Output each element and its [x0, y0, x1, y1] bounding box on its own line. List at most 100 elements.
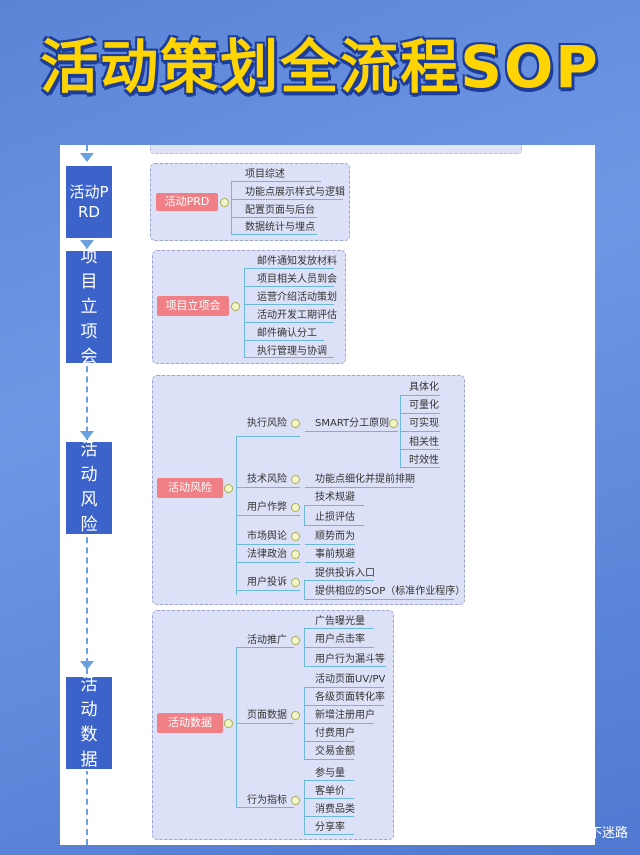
connector: [400, 431, 440, 432]
data-branch[interactable]: 页面数据: [247, 710, 287, 721]
risk-root-node[interactable]: 活动风险: [157, 478, 223, 498]
data-branch[interactable]: 活动推广: [247, 635, 287, 646]
connector: [400, 449, 440, 450]
promo-item[interactable]: 用户行为漏斗等: [315, 654, 385, 665]
risk-branch[interactable]: 市场舆论: [247, 531, 287, 542]
stage-risk[interactable]: 活动风险: [66, 440, 112, 535]
risk-branch[interactable]: 法律政治: [247, 549, 287, 560]
collapse-icon[interactable]: [291, 796, 300, 805]
risk-branch[interactable]: 技术风险: [247, 474, 287, 485]
collapse-icon[interactable]: [220, 198, 229, 207]
collapse-icon[interactable]: [291, 475, 300, 484]
connector: [244, 286, 334, 287]
connector: [305, 487, 413, 488]
page-item[interactable]: 付费用户: [315, 728, 355, 739]
risk-node[interactable]: 事前规避: [315, 549, 355, 560]
page-item[interactable]: 新增注册用户: [315, 710, 375, 721]
collapse-icon[interactable]: [291, 532, 300, 541]
risk-node[interactable]: 顺势而为: [315, 531, 355, 542]
connector: [304, 647, 374, 648]
risk-branch[interactable]: 用户作弊: [247, 502, 287, 513]
flow-arrow-icon: [80, 661, 94, 670]
connector: [304, 780, 305, 834]
connector: [305, 544, 355, 545]
stage-label: 项目立项会: [80, 246, 98, 367]
connector: [304, 628, 374, 629]
kickoff-item[interactable]: 运营介绍活动策划: [257, 292, 337, 303]
behavior-item[interactable]: 客单价: [315, 786, 345, 797]
connector: [400, 413, 440, 414]
prd-item[interactable]: 数据统计与埋点: [245, 222, 315, 233]
connector: [304, 759, 354, 760]
risk-node[interactable]: 提供相应的SOP（标准作业程序）: [315, 586, 466, 597]
prd-item[interactable]: 配置页面与后台: [245, 205, 315, 216]
collapse-icon[interactable]: [291, 711, 300, 720]
risk-node[interactable]: 技术规避: [315, 492, 355, 503]
data-root-node[interactable]: 活动数据: [157, 713, 223, 733]
connector: [400, 467, 440, 468]
risk-node[interactable]: SMART分工原则: [315, 418, 390, 429]
smart-item[interactable]: 可实现: [409, 418, 439, 429]
stage-kickoff[interactable]: 项目立项会: [66, 247, 112, 367]
page-item[interactable]: 各级页面转化率: [315, 692, 385, 703]
promo-item[interactable]: 广告曝光量: [315, 616, 365, 627]
connector: [236, 487, 300, 488]
smart-item[interactable]: 时效性: [409, 455, 439, 466]
connector: [236, 544, 300, 545]
risk-branch[interactable]: 用户投诉: [247, 577, 287, 588]
watermark: 头条 @小路不迷路: [519, 826, 628, 841]
connector: [236, 562, 300, 563]
connector: [244, 357, 334, 358]
connector: [304, 687, 384, 688]
connector: [304, 816, 354, 817]
smart-item[interactable]: 相关性: [409, 437, 439, 448]
collapse-icon[interactable]: [231, 302, 240, 311]
kickoff-item[interactable]: 活动开发工期评估: [257, 310, 337, 321]
risk-node[interactable]: 提供投诉入口: [315, 568, 375, 579]
collapse-icon[interactable]: [224, 484, 233, 493]
kickoff-item[interactable]: 邮件通知发放材料: [257, 256, 337, 267]
prd-root-node[interactable]: 活动PRD: [156, 193, 218, 211]
prd-item[interactable]: 功能点展示样式与逻辑: [245, 187, 345, 198]
page-item[interactable]: 交易金额: [315, 746, 355, 757]
behavior-item[interactable]: 消费品类: [315, 804, 355, 815]
connector: [231, 217, 317, 218]
connector: [244, 340, 324, 341]
connector: [236, 807, 294, 808]
collapse-icon[interactable]: [291, 419, 300, 428]
data-branch[interactable]: 行为指标: [247, 795, 287, 806]
smart-item[interactable]: 可量化: [409, 400, 439, 411]
prd-item[interactable]: 项目综述: [245, 169, 285, 180]
risk-node[interactable]: 功能点细化并提前排期: [315, 474, 415, 485]
risk-branch[interactable]: 执行风险: [247, 418, 287, 429]
kickoff-item[interactable]: 项目相关人员到会: [257, 274, 337, 285]
page-item[interactable]: 活动页面UV/PV: [315, 674, 386, 685]
behavior-item[interactable]: 参与量: [315, 768, 345, 779]
kickoff-item[interactable]: 执行管理与协调: [257, 346, 327, 357]
collapse-icon[interactable]: [224, 719, 233, 728]
collapse-icon[interactable]: [389, 419, 398, 428]
collapse-icon[interactable]: [291, 550, 300, 559]
connector: [236, 515, 300, 516]
flow-arrow-icon: [80, 153, 94, 162]
connector: [304, 599, 454, 600]
collapse-icon[interactable]: [291, 636, 300, 645]
connector: [304, 525, 364, 526]
stage-data[interactable]: 活动数据: [66, 675, 112, 770]
smart-item[interactable]: 具体化: [409, 382, 439, 393]
flow-arrow-icon: [80, 431, 94, 440]
connector: [304, 798, 354, 799]
collapse-icon[interactable]: [291, 503, 300, 512]
collapse-icon[interactable]: [291, 578, 300, 587]
behavior-item[interactable]: 分享率: [315, 822, 345, 833]
stage-activity-prd[interactable]: 活动PRD: [66, 166, 112, 238]
risk-node[interactable]: 止损评估: [315, 512, 355, 523]
connector: [305, 431, 398, 432]
connector: [304, 505, 305, 525]
previous-panel-edge: [150, 145, 522, 154]
connector: [304, 505, 364, 506]
kickoff-item[interactable]: 邮件确认分工: [257, 328, 317, 339]
promo-item[interactable]: 用户点击率: [315, 634, 365, 645]
connector: [304, 834, 354, 835]
kickoff-root-node[interactable]: 项目立项会: [157, 296, 229, 316]
